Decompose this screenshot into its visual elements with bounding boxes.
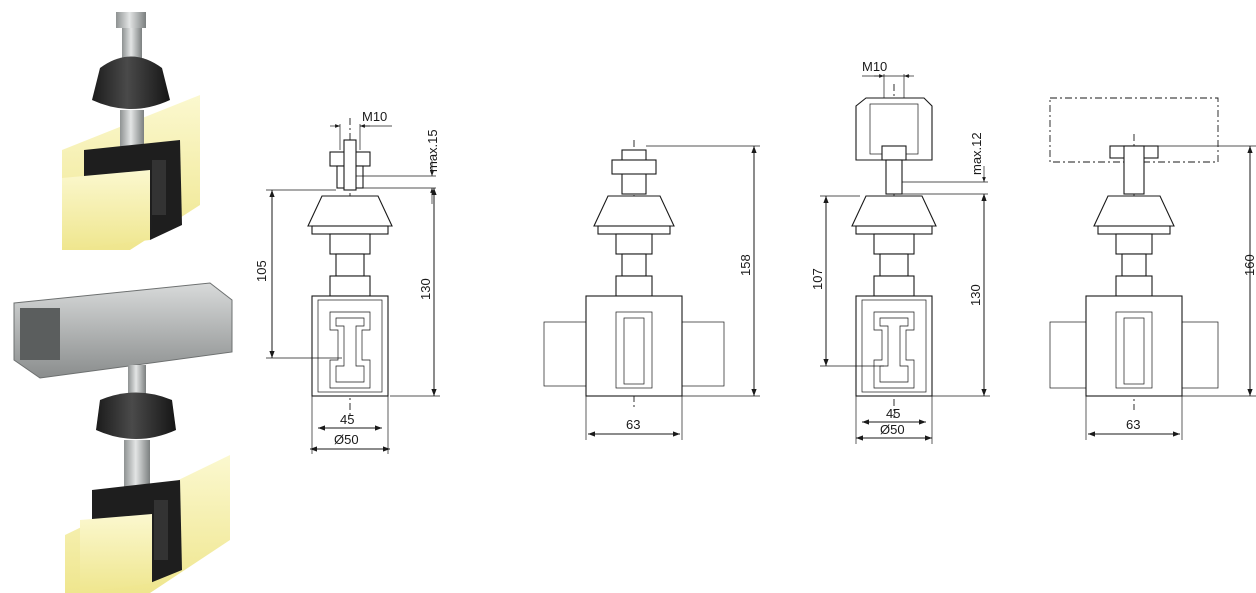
dim-inner-width-3: 45	[886, 406, 900, 421]
drawing-view-1: M10 max.15 105 130 45 Ø50	[254, 109, 440, 454]
dim-width-4: 63	[1126, 417, 1140, 432]
dim-thread-1: M10	[362, 109, 387, 124]
dim-outer-diameter-1: Ø50	[334, 432, 359, 447]
dim-height-upper-3: 107	[810, 268, 825, 290]
dim-height-upper-1: 105	[254, 260, 269, 282]
dim-max-adjust-1: max.15	[425, 129, 440, 172]
hanger-render-top-icon	[62, 12, 200, 250]
dim-height-total-3: 130	[968, 284, 983, 306]
dim-max-adjust-3: max.12	[969, 132, 984, 175]
drawing-view-3: M10 max.12 107 130 45 Ø50	[810, 59, 990, 444]
dim-width-2: 63	[626, 417, 640, 432]
dim-thread-3: M10	[862, 59, 887, 74]
hanger-render-with-c-rail-icon	[13, 282, 233, 593]
dim-height-total-1: 130	[418, 278, 433, 300]
drawing-view-4: 160 63	[1049, 97, 1256, 440]
dim-inner-width-1: 45	[340, 412, 354, 427]
dim-height-total-2: 158	[738, 254, 753, 276]
drawing-view-2: 158 63	[543, 140, 760, 440]
dim-height-total-4: 160	[1242, 254, 1256, 276]
dim-outer-diameter-3: Ø50	[880, 422, 905, 437]
